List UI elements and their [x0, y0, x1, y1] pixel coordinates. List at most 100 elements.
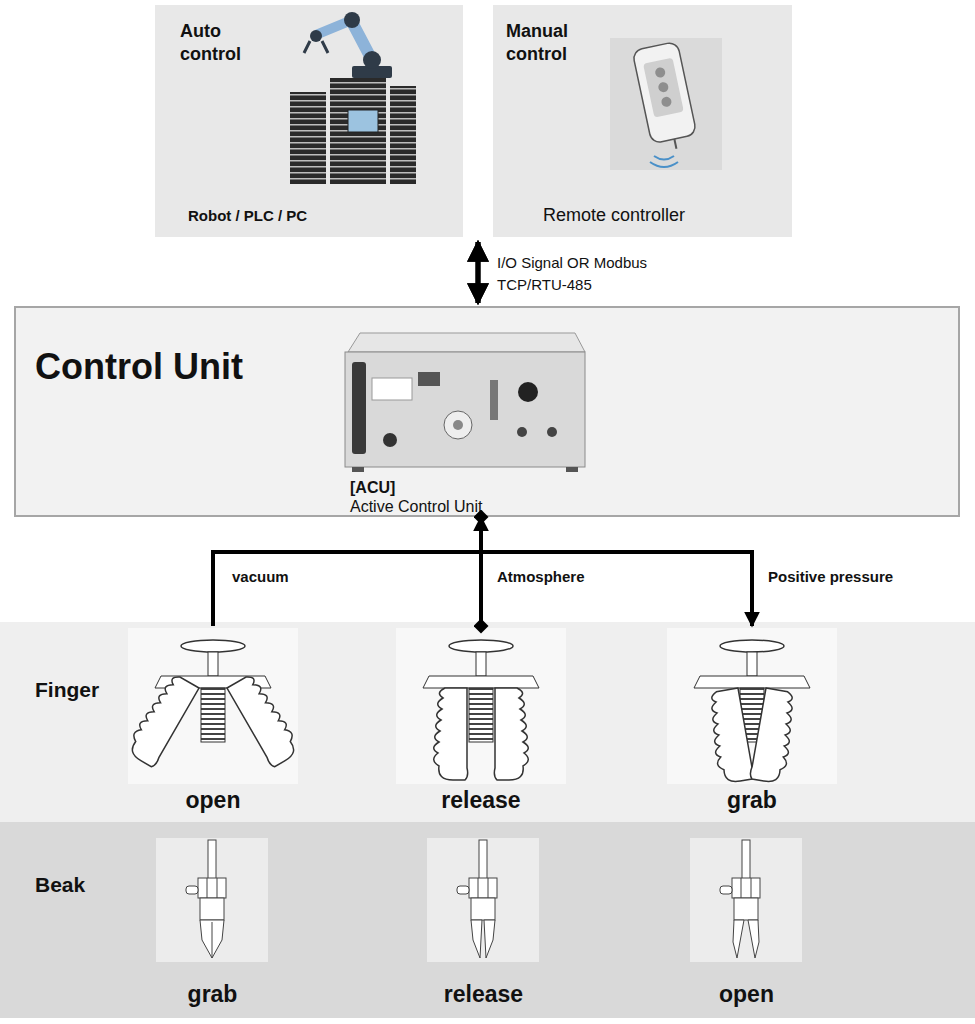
state-label: open — [684, 980, 809, 1009]
remote-backdrop — [610, 38, 722, 170]
beak-open — [720, 840, 760, 958]
beak-jaw — [484, 920, 495, 958]
gripper-bellows — [201, 688, 225, 742]
nut-edge — [741, 878, 751, 898]
state-cell: release — [421, 834, 546, 1016]
gripper-release — [423, 640, 539, 780]
robot-joint — [363, 51, 381, 69]
control-source-box: Auto controlRobot / PLC / PC — [155, 5, 463, 237]
edge-label: Atmosphere — [497, 566, 637, 588]
soft-finger — [705, 688, 754, 784]
device-foot — [352, 467, 364, 472]
cell-backdrop — [667, 628, 837, 784]
beak-jaw — [471, 920, 482, 958]
jaw-seam — [212, 922, 213, 958]
state-cell: release — [393, 626, 569, 816]
soft-finger — [124, 671, 199, 768]
device-handle — [352, 362, 366, 454]
state-cell: open — [125, 626, 301, 816]
edge-label: I/O Signal OR Modbus TCP/RTU-485 — [497, 252, 655, 296]
rack-screen — [348, 110, 378, 132]
row-title: Finger — [35, 677, 125, 703]
device-name: Active Control Unit — [350, 497, 570, 517]
state-label: open — [125, 786, 301, 815]
nut-edge — [207, 878, 217, 898]
connector — [479, 517, 483, 626]
device-foot — [566, 467, 578, 472]
connector — [476, 242, 481, 303]
device-display — [418, 372, 440, 386]
soft-finger — [749, 688, 798, 784]
device-knob — [444, 411, 472, 439]
beak-fitting — [720, 886, 732, 894]
remote-button — [654, 67, 666, 79]
device-port — [547, 427, 557, 437]
beak-rod — [208, 840, 216, 880]
remote-button — [661, 96, 673, 108]
soft-finger — [226, 671, 301, 768]
device-knob — [518, 382, 538, 402]
gripper-hub — [155, 676, 271, 688]
box-title: Auto control — [180, 20, 260, 65]
gripper-stem — [747, 652, 757, 676]
gripper-open — [124, 640, 302, 768]
signal-waves — [650, 156, 678, 167]
box-title: Manual control — [506, 20, 596, 65]
device-front — [345, 352, 585, 467]
edge-label: Positive pressure — [768, 566, 938, 588]
beak-nut — [732, 878, 760, 898]
cell-backdrop — [690, 838, 802, 962]
beak-body — [200, 898, 224, 920]
remote-body — [632, 41, 697, 143]
gripper-flange — [720, 640, 784, 652]
remote-panel — [643, 58, 684, 118]
cell-backdrop — [156, 838, 268, 962]
beak-nut — [469, 878, 497, 898]
remote-controller — [632, 41, 699, 153]
beak-jaw — [733, 920, 744, 958]
cell-backdrop — [128, 628, 298, 784]
gripper-hub — [423, 676, 539, 688]
beak-release — [457, 840, 497, 958]
server-rack — [290, 92, 326, 184]
cell-backdrop — [427, 838, 539, 962]
beak-fitting — [186, 886, 198, 894]
box-caption: Robot / PLC / PC — [188, 207, 408, 226]
robot-link — [318, 20, 352, 34]
row-band: Beakgrabreleaseopen — [0, 822, 975, 1018]
device-knob-center — [453, 420, 463, 430]
gripper-hub — [694, 676, 810, 688]
gripper-grab — [694, 640, 810, 784]
robot-base — [352, 66, 392, 78]
connector — [213, 517, 481, 626]
robot-joint — [310, 30, 322, 42]
control-unit-box: Control Unit[ACU]Active Control Unit — [14, 306, 960, 517]
remote-button — [657, 81, 669, 93]
device-tag: [ACU] — [350, 478, 470, 498]
device-port — [383, 433, 397, 447]
robot-joint — [344, 12, 360, 28]
beak-grab — [186, 840, 226, 958]
device-top — [348, 333, 585, 352]
beak-jaw — [748, 920, 759, 958]
edge-label: vacuum — [232, 566, 352, 588]
box-caption: Remote controller — [543, 204, 773, 227]
gripper-flange — [181, 640, 245, 652]
row-title: Beak — [35, 872, 125, 898]
nut-edge — [478, 878, 488, 898]
gripper-bellows — [469, 688, 493, 742]
device-connector — [490, 380, 498, 420]
beak-body — [471, 898, 495, 920]
cell-backdrop — [396, 628, 566, 784]
connector — [476, 242, 481, 303]
connector — [481, 517, 752, 626]
soft-finger — [494, 688, 528, 780]
state-cell: open — [684, 834, 809, 1016]
beak-rod — [742, 840, 750, 880]
gripper-stem — [208, 652, 218, 676]
remote-antenna — [674, 139, 676, 149]
beak-fitting — [457, 886, 469, 894]
server-rack — [390, 86, 416, 184]
state-label: release — [421, 980, 546, 1009]
